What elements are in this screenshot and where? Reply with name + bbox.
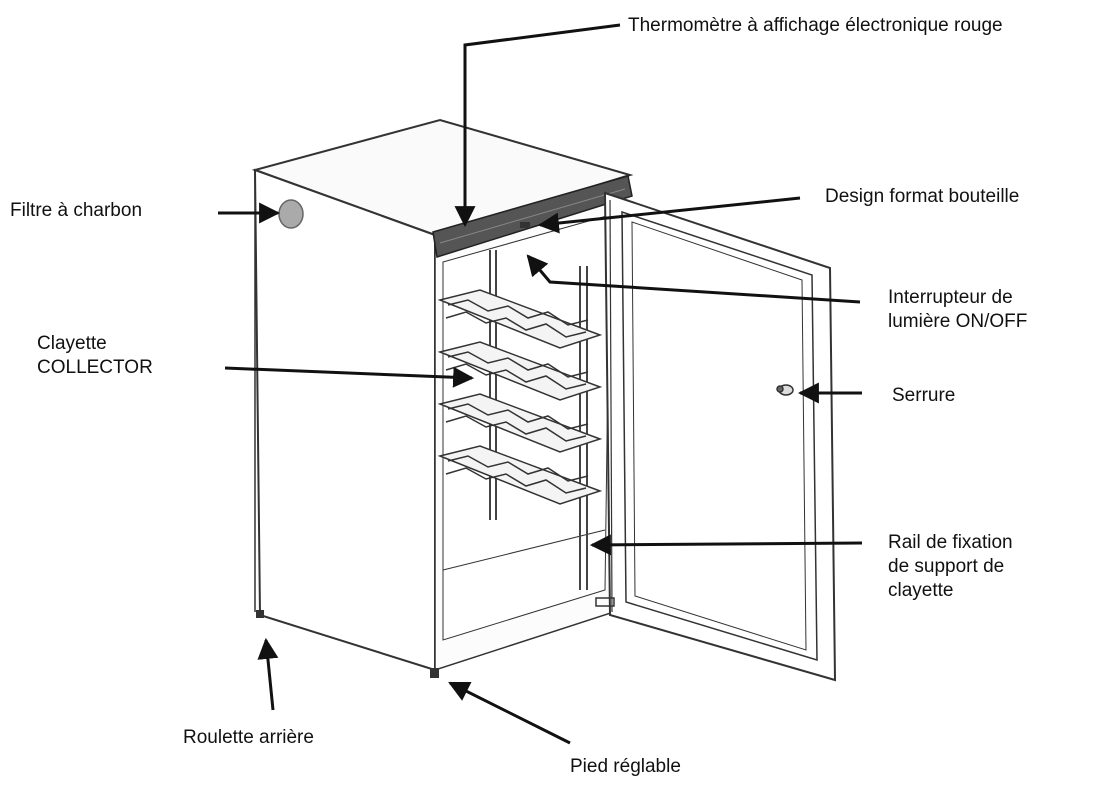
label-clayette: Clayette COLLECTOR [37,332,153,380]
label-serrure: Serrure [892,384,955,408]
arrow-thermometre [454,23,621,228]
cabinet [251,118,634,672]
label-interrupteur-line2: lumière ON/OFF [888,311,1028,332]
label-roulette: Roulette arrière [183,726,314,750]
carbon-filter [278,199,304,229]
label-thermometre: Thermomètre à affichage électronique rou… [628,14,1003,38]
label-pied: Pied réglable [570,755,681,779]
label-clayette-line2: COLLECTOR [37,357,153,378]
label-thermometre-text: Thermomètre à affichage électronique rou… [628,15,1003,36]
arrow-design [537,196,801,234]
arrow-rail [589,534,863,556]
label-roulette-text: Roulette arrière [183,727,314,748]
arrow-interrupteur [526,254,861,304]
label-design: Design format bouteille [825,185,1019,209]
label-filtre: Filtre à charbon [10,199,142,223]
label-rail-line2: de support de [888,556,1005,577]
label-filtre-text: Filtre à charbon [10,200,143,221]
label-pied-text: Pied réglable [570,756,681,777]
clayette-shelves [437,289,603,505]
label-interrupteur-line1: Interrupteur de [888,287,1013,308]
label-design-text: Design format bouteille [825,186,1020,207]
light-switch [520,222,530,228]
lock [776,384,794,396]
label-interrupteur: Interrupteur de lumière ON/OFF [888,286,1027,334]
label-rail: Rail de fixation de support de clayette [888,531,1013,603]
annotation-arrows [218,23,863,745]
label-rail-line3: clayette [888,580,954,601]
arrow-clayette [224,366,475,388]
adjustable-foot [430,668,439,678]
label-serrure-text: Serrure [892,385,956,406]
door [603,191,837,682]
rear-wheel [256,610,264,618]
label-rail-line1: Rail de fixation [888,532,1013,553]
cabinet-left-side [253,168,436,672]
arrow-roulette [257,637,279,711]
label-clayette-line1: Clayette [37,333,107,354]
arrow-pied [448,681,571,745]
